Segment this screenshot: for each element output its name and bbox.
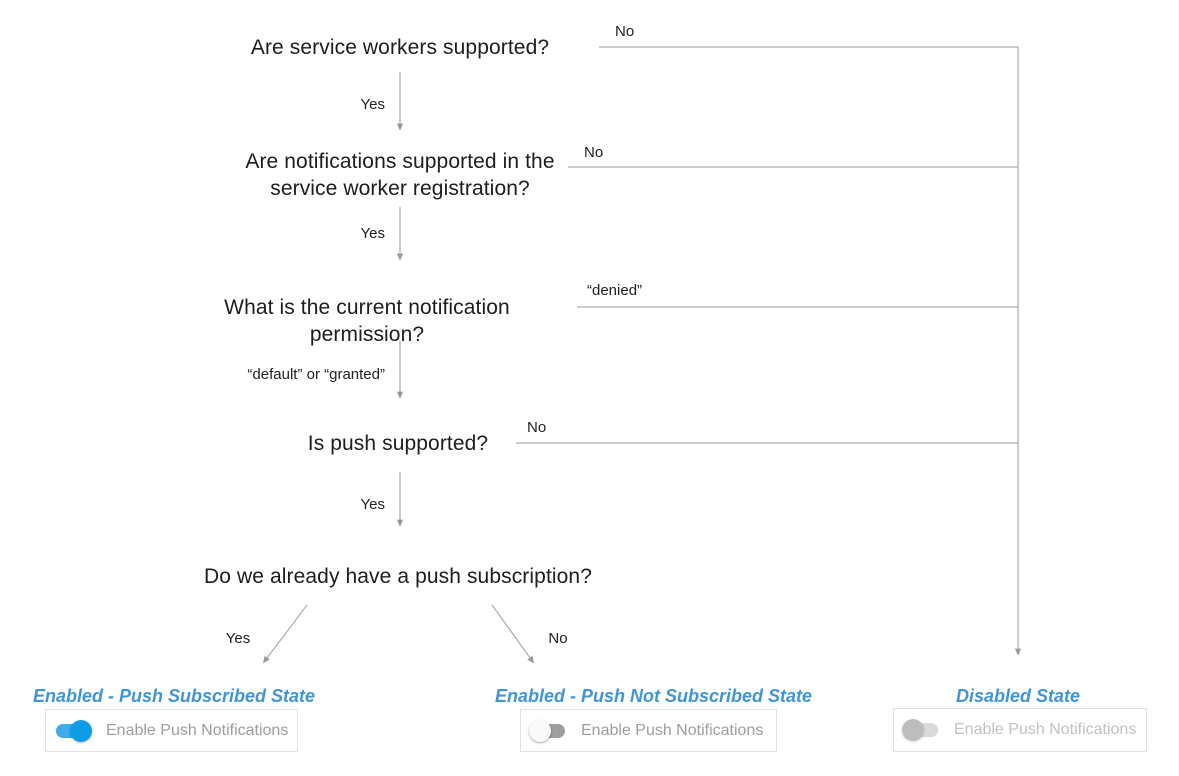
question-notifications-supported: Are notifications supported in the servi… xyxy=(245,150,555,200)
push-toggle-off[interactable] xyxy=(529,719,567,742)
push-toggle-disabled xyxy=(902,719,940,741)
edge-q5-no xyxy=(491,604,535,664)
edge-label-q3-denied: “denied” xyxy=(587,282,643,299)
state-label-disabled: Disabled State xyxy=(955,686,1081,706)
card-disabled: Enable Push Notifications xyxy=(893,708,1147,752)
enable-push-label: Enable Push Notifications xyxy=(106,721,289,739)
toggle-knob xyxy=(529,719,551,742)
enable-push-label: Enable Push Notifications xyxy=(954,721,1137,738)
edge-label-q2-yes: Yes xyxy=(360,225,385,242)
edge-label-q1-no: No xyxy=(615,23,635,40)
state-label-enabled-subscribed: Enabled - Push Subscribed State xyxy=(32,686,316,706)
edge-label-q3-default-granted: “default” or “granted” xyxy=(247,366,385,383)
edge-label-q1-yes: Yes xyxy=(360,96,385,113)
edge-label-q4-yes: Yes xyxy=(360,496,385,513)
question-service-workers: Are service workers supported? xyxy=(250,36,550,59)
card-enabled-subscribed: Enable Push Notifications xyxy=(45,709,298,752)
toggle-knob xyxy=(70,719,92,742)
edge-label-q5-yes: Yes xyxy=(225,630,251,647)
enable-push-label: Enable Push Notifications xyxy=(581,721,764,739)
edge-q5-yes xyxy=(262,604,308,664)
edge-no-to-disabled xyxy=(599,46,1022,656)
question-notification-permission: What is the current notification permiss… xyxy=(224,296,510,346)
state-label-enabled-not-subscribed: Enabled - Push Not Subscribed State xyxy=(495,686,813,706)
toggle-knob xyxy=(902,719,924,741)
card-enabled-not-subscribed: Enable Push Notifications xyxy=(520,709,777,752)
edge-label-q2-no: No xyxy=(584,144,604,161)
question-push-subscription: Do we already have a push subscription? xyxy=(204,565,592,588)
push-toggle-on[interactable] xyxy=(54,719,92,742)
question-push-supported: Is push supported? xyxy=(307,432,489,455)
edge-label-q5-no: No xyxy=(548,630,568,647)
edge-label-q4-no: No xyxy=(527,419,547,436)
